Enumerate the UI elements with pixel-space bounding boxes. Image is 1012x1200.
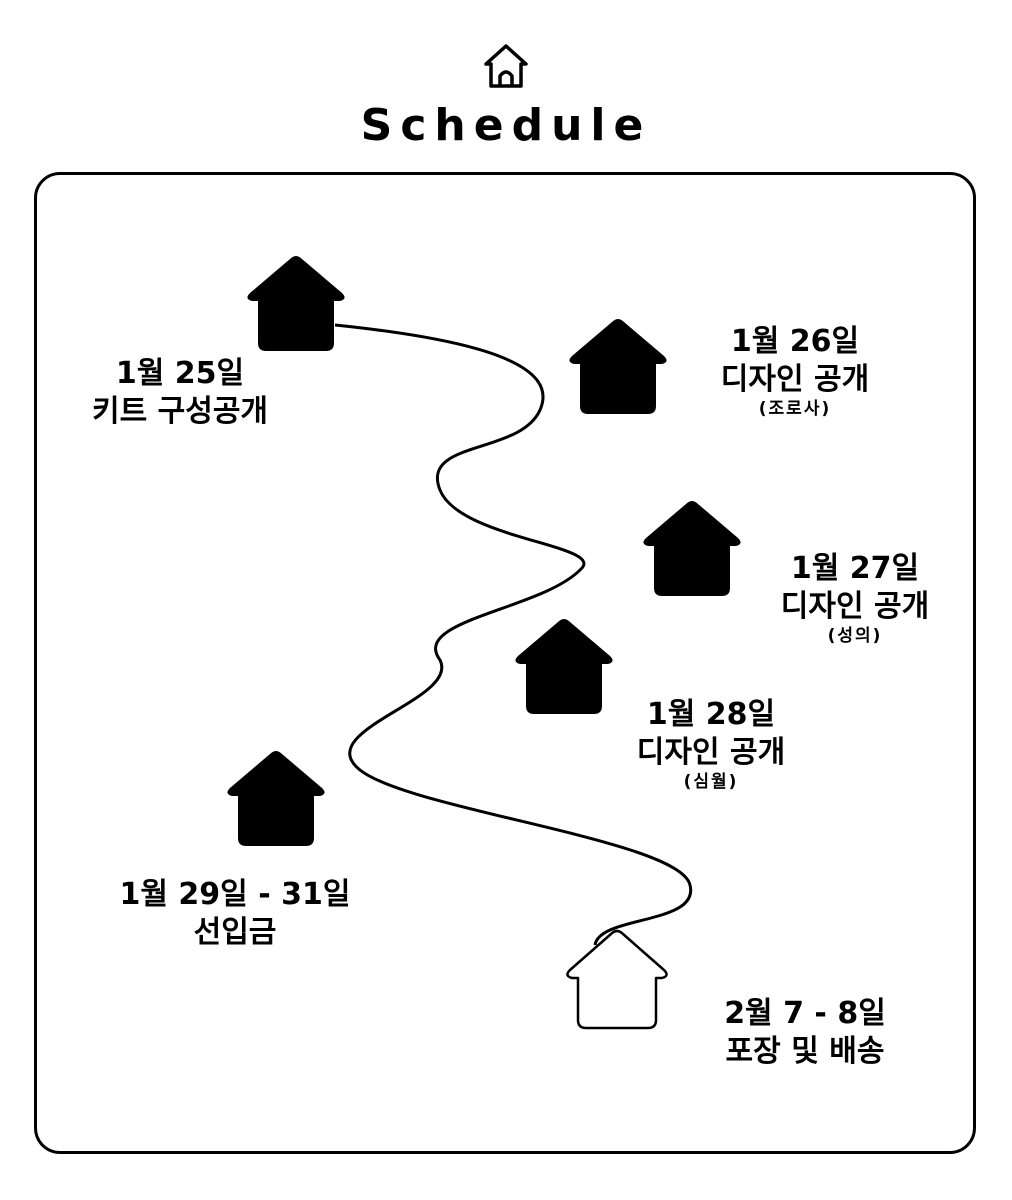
event-label: 1월 27일 디자인 공개 (성의) [740, 550, 970, 646]
event-date: 2월 7 - 8일 [724, 996, 886, 1031]
event-label: 1월 25일 키트 구성공개 [50, 355, 310, 431]
event-label: 1월 29일 - 31일 선입금 [100, 876, 370, 952]
event-date: 1월 26일 [730, 324, 860, 359]
house-filled-icon [569, 319, 667, 414]
house-filled-icon [247, 256, 345, 351]
event-date: 1월 27일 [790, 551, 920, 586]
event-note: (심월) [683, 772, 739, 792]
event-date: 1월 29일 - 31일 [119, 877, 351, 912]
house-filled-icon [227, 751, 325, 846]
event-date: 1월 25일 [115, 356, 245, 391]
house-filled-icon [515, 619, 613, 714]
event-note: (조로사) [758, 399, 832, 419]
event-desc: 디자인 공개 [636, 735, 786, 770]
event-note: (성의) [827, 626, 883, 646]
event-label: 2월 7 - 8일 포장 및 배송 [680, 995, 930, 1071]
event-label: 1월 28일 디자인 공개 (심월) [596, 696, 826, 792]
event-date: 1월 28일 [646, 697, 776, 732]
event-label: 1월 26일 디자인 공개 (조로사) [680, 323, 910, 419]
house-filled-icon [643, 501, 741, 596]
event-desc: 키트 구성공개 [91, 394, 269, 429]
event-desc: 선입금 [193, 915, 277, 950]
event-desc: 디자인 공개 [720, 362, 870, 397]
page-title: Schedule [360, 100, 652, 151]
house-outline-icon [566, 929, 668, 1030]
house-outline-icon [484, 44, 528, 88]
schedule-frame [34, 172, 976, 1154]
event-desc: 포장 및 배송 [725, 1034, 885, 1069]
event-desc: 디자인 공개 [780, 589, 930, 624]
